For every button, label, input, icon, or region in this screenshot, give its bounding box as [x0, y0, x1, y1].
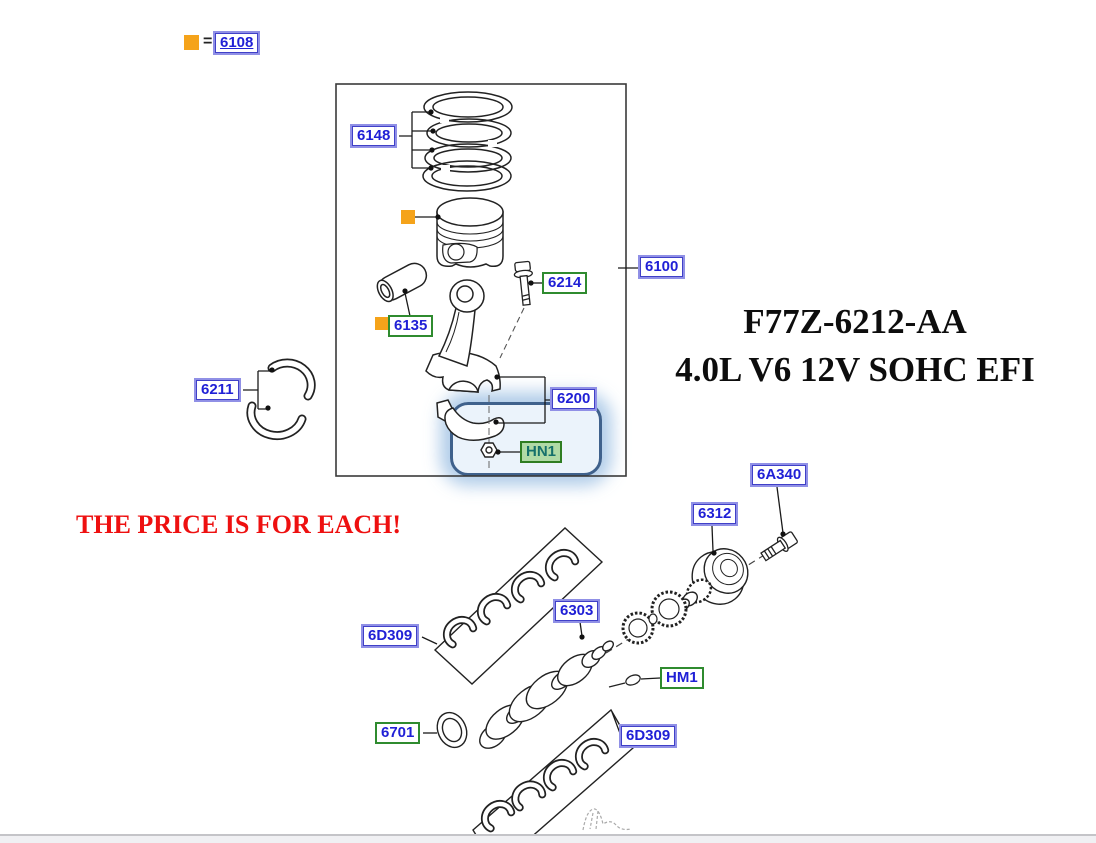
piston-pin-icon	[376, 262, 428, 303]
part-label-6135[interactable]: 6135	[388, 315, 434, 337]
orange-square-icon	[401, 210, 415, 224]
part-label-6312[interactable]: 6312	[693, 504, 737, 524]
woodruff-key-icon	[608, 674, 641, 688]
bolt-centerline	[499, 307, 525, 359]
part-label-6100[interactable]: 6100	[640, 257, 684, 277]
orange-square-icon	[184, 35, 199, 50]
part-label-6701[interactable]: 6701	[375, 722, 421, 744]
part-label-HN1[interactable]: HN1	[520, 441, 563, 463]
catalog-part-title: F77Z-6212-AA 4.0L V6 12V SOHC EFI	[635, 298, 1075, 394]
crankshaft-sprocket-icon	[676, 548, 749, 612]
part-label-6148[interactable]: 6148	[352, 126, 396, 146]
part-label-6A340[interactable]: 6A340	[752, 465, 807, 485]
upper-bearing-tray-icon	[433, 527, 604, 685]
faint-partial-sketch	[582, 808, 632, 831]
rear-main-seal-icon	[436, 711, 468, 749]
orange-square-icon	[375, 317, 388, 330]
rod-bearing-cap-icon	[436, 395, 505, 470]
piston-rings-icon	[422, 91, 513, 192]
page-bottom-bar	[0, 834, 1096, 843]
rod-nut-icon	[480, 442, 498, 458]
crankshaft-icon	[479, 640, 614, 749]
assembly-box	[335, 83, 627, 477]
connecting-rod-icon	[425, 279, 501, 393]
lower-bearing-tray-icon	[472, 708, 634, 843]
leader-dots	[265, 109, 786, 640]
timing-gears-icon	[621, 590, 688, 645]
price-notice: THE PRICE IS FOR EACH!	[76, 510, 402, 539]
part-label-6D309-upper[interactable]: 6D309	[363, 626, 418, 646]
engine-spec-line: 4.0L V6 12V SOHC EFI	[675, 350, 1035, 389]
rod-bolt-icon	[513, 260, 533, 306]
part-label-HM1[interactable]: HM1	[660, 667, 704, 689]
part-label-6303[interactable]: 6303	[555, 601, 599, 621]
part-label-6D309-lower[interactable]: 6D309	[621, 726, 676, 746]
part-label-6211[interactable]: 6211	[196, 380, 239, 400]
sprocket-bolt-icon	[760, 531, 798, 562]
part-number-line: F77Z-6212-AA	[743, 302, 967, 341]
part-label-6108[interactable]: 6108	[215, 33, 259, 53]
legend-equals-sign: =	[203, 33, 213, 50]
piston-icon	[436, 197, 504, 268]
rod-bearing-shells-icon	[246, 358, 316, 441]
part-label-6214[interactable]: 6214	[542, 272, 588, 294]
leader-lines	[243, 111, 784, 737]
part-label-6200[interactable]: 6200	[552, 389, 596, 409]
